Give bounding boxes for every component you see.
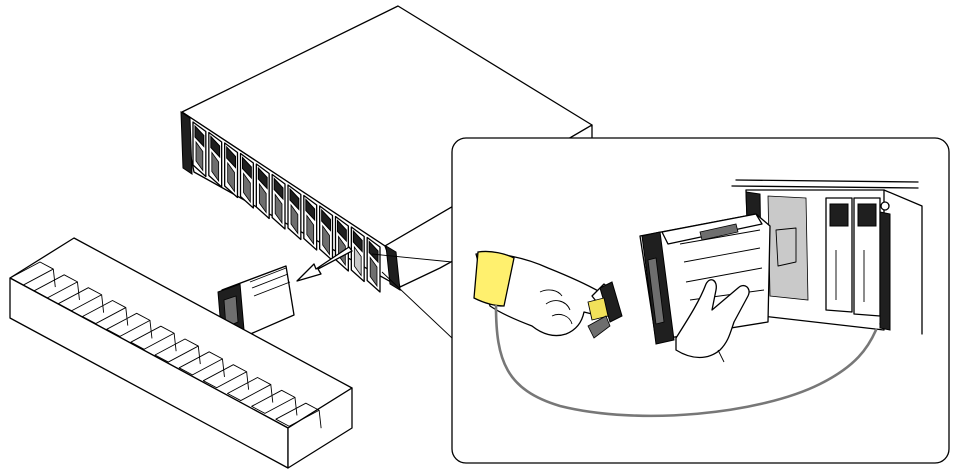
enclosure-left-ear: [181, 112, 192, 174]
drive-bay: [272, 175, 285, 230]
drive-bay: [288, 185, 301, 240]
drive-bay: [304, 196, 317, 251]
adjacent-drive-2-lever: [858, 204, 876, 226]
drive-bay: [241, 154, 254, 209]
chassis-flange: [880, 212, 890, 330]
callout-line-bottom: [382, 272, 452, 338]
drive-bay: [351, 227, 364, 282]
detail-callout: [372, 138, 949, 463]
drive-bay: [320, 206, 333, 261]
adjacent-drive-1-lever: [830, 204, 848, 226]
flange-screw-top: [881, 202, 889, 210]
drive-bay: [256, 164, 269, 219]
packaging-tray: [10, 238, 352, 468]
drive-bay: [367, 238, 380, 293]
empty-bay-slot: [768, 196, 808, 300]
drive-bay: [336, 217, 349, 272]
